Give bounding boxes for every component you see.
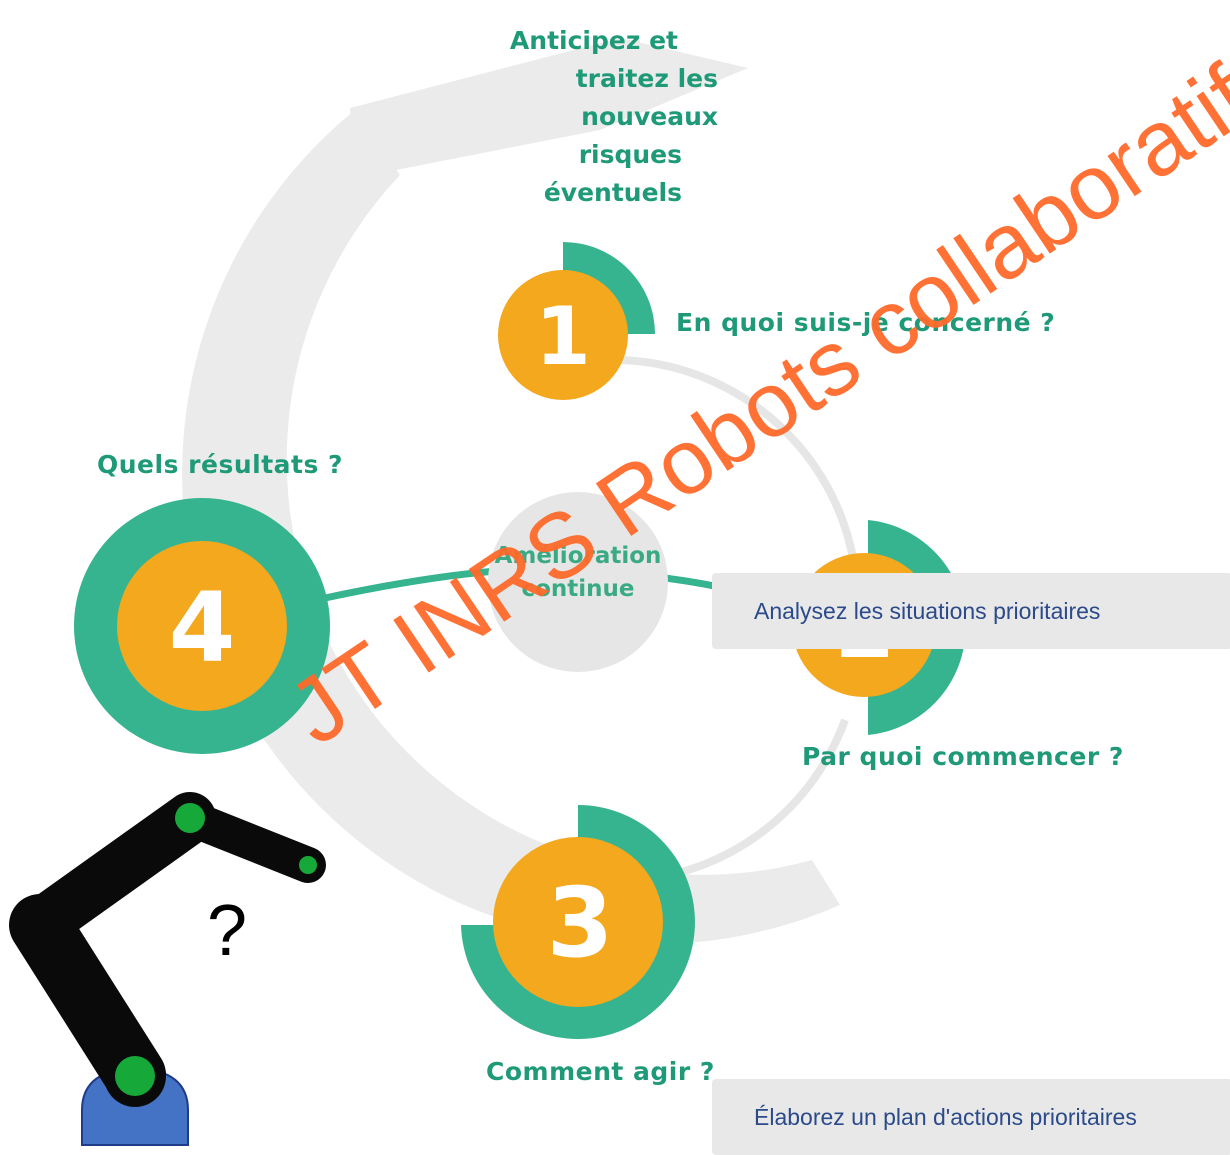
header-line-1: Anticipez et xyxy=(509,26,678,55)
robot-arm-illustration xyxy=(9,792,326,1146)
cycle-arrow xyxy=(182,110,840,945)
step-4-number: 4 xyxy=(168,572,236,684)
center-label-line-1: Amélioration xyxy=(494,543,662,569)
step-1-question: En quoi suis-je concerné ? xyxy=(676,308,1056,337)
step-3-badge xyxy=(461,805,695,1040)
step-4-question: Quels résultats ? xyxy=(97,450,344,479)
step-1-number: 1 xyxy=(535,290,591,383)
analyze-situations-button[interactable]: Analysez les situations prioritaires xyxy=(712,573,1230,649)
header-line-3: risques éventuels xyxy=(543,140,682,207)
cycle-arrow-head xyxy=(350,38,748,178)
step-4-badge xyxy=(74,498,330,754)
step-1-badge xyxy=(498,242,655,400)
header-line-2: traitez les nouveaux xyxy=(575,64,718,131)
robot-question-mark: ? xyxy=(207,891,248,971)
step-2-question: Par quoi commencer ? xyxy=(802,742,1124,771)
step-3-question: Comment agir ? xyxy=(486,1057,715,1086)
action-plan-button[interactable]: Élaborez un plan d'actions prioritaires xyxy=(712,1079,1230,1155)
header-text: Anticipez et traitez les nouveaux risque… xyxy=(440,22,730,212)
center-label-line-2: continue xyxy=(521,576,635,602)
center-circle xyxy=(488,492,668,672)
center-label: Amélioration continue xyxy=(488,540,668,606)
step-3-number: 3 xyxy=(546,867,614,979)
